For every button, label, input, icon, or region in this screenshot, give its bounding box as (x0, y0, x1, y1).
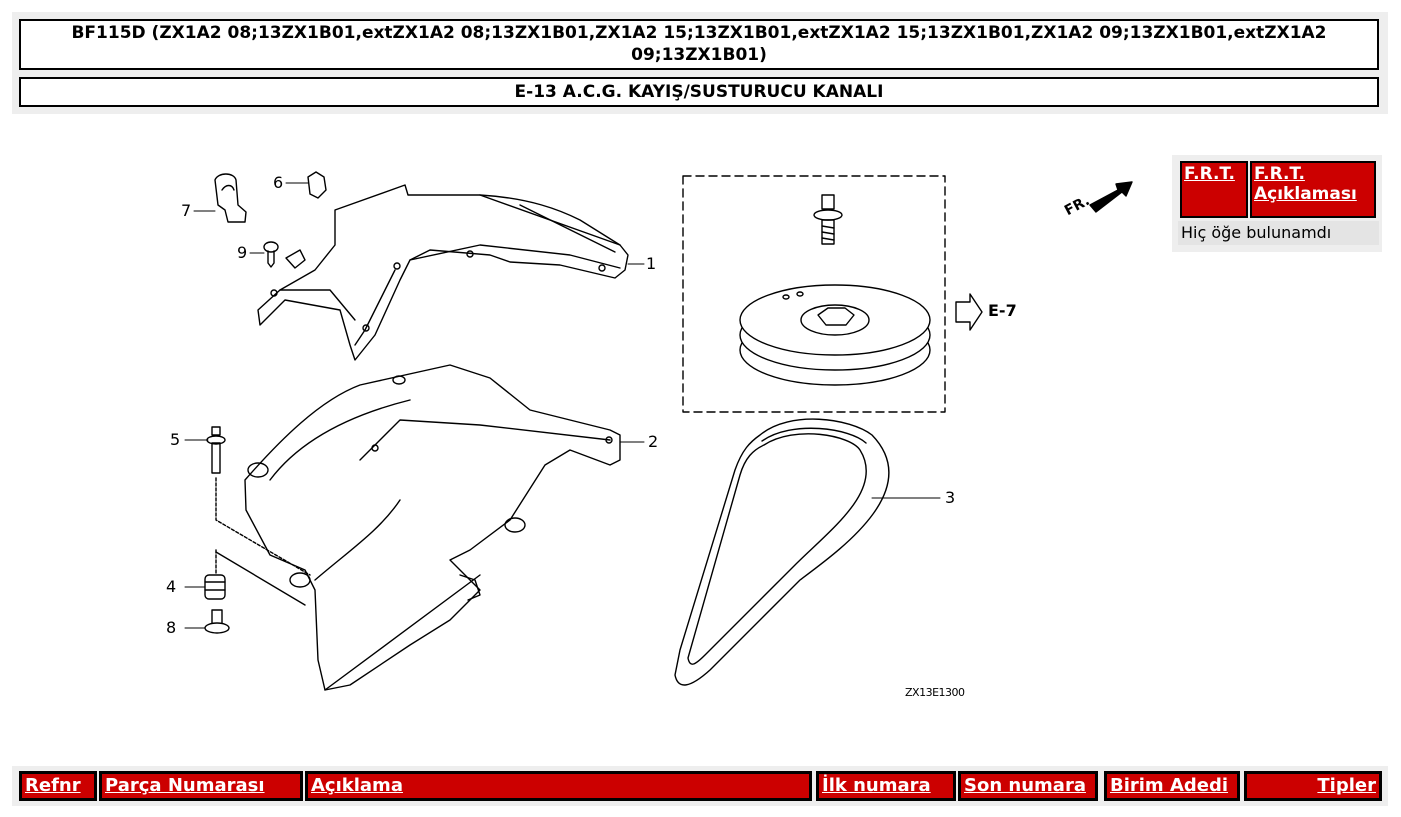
callout-4[interactable]: 4 (166, 577, 177, 596)
callout-5[interactable]: 5 (170, 430, 181, 449)
column-header-description[interactable]: Açıklama (305, 771, 812, 801)
callout-3[interactable]: 3 (945, 488, 956, 507)
callout-6[interactable]: 6 (273, 173, 284, 192)
callout-leader-lines (184, 182, 941, 629)
part-5-bolt[interactable] (206, 426, 311, 576)
part-1-upper-duct[interactable] (257, 184, 629, 361)
sort-link-last-number[interactable]: Son numara (964, 775, 1086, 796)
part-9-screw[interactable] (263, 241, 279, 268)
part-8-collar[interactable] (204, 609, 230, 634)
part-2-silencer-duct[interactable] (244, 364, 621, 691)
exploded-parts-diagram: 1 2 3 4 5 6 7 8 9 E-7 FR. ZX13E1300 (150, 150, 1160, 710)
section-title: E-13 A.C.G. KAYIŞ/SUSTURUCU KANALI (19, 77, 1379, 107)
part-3-belt[interactable] (674, 418, 890, 686)
frt-panel: F.R.T. F.R.T. Açıklaması Hiç öğe bulunam… (1172, 155, 1382, 252)
frt-description-column-header[interactable]: F.R.T. Açıklaması (1250, 161, 1376, 218)
model-title: BF115D (ZX1A2 08;13ZX1B01,extZX1A2 08;13… (19, 19, 1379, 70)
sort-link-unit-qty[interactable]: Birim Adedi (1110, 775, 1229, 796)
sort-link-part-number[interactable]: Parça Numarası (105, 775, 265, 796)
part-6-grommet[interactable] (307, 171, 327, 199)
sort-link-first-number[interactable]: İlk numara (822, 775, 931, 796)
column-header-last-number[interactable]: Son numara (958, 771, 1098, 801)
column-header-part-number[interactable]: Parça Numarası (99, 771, 303, 801)
column-header-types[interactable]: Tipler (1244, 771, 1382, 801)
sort-link-ref[interactable]: Refnr (25, 775, 81, 796)
frt-column-header[interactable]: F.R.T. (1180, 161, 1248, 218)
reference-arrow-e7[interactable] (955, 293, 983, 331)
drawing-code: ZX13E1300 (905, 686, 965, 699)
column-header-first-number[interactable]: İlk numara (816, 771, 956, 801)
frt-sort-link[interactable]: F.R.T. (1184, 164, 1235, 184)
frt-table: F.R.T. F.R.T. Açıklaması (1178, 161, 1378, 218)
parts-table-header: Refnr Parça Numarası Açıklama İlk numara… (12, 766, 1388, 806)
frt-description-sort-link[interactable]: F.R.T. Açıklaması (1254, 164, 1357, 204)
callout-9[interactable]: 9 (237, 243, 248, 262)
callout-7[interactable]: 7 (181, 201, 192, 220)
callout-2[interactable]: 2 (648, 432, 659, 451)
reference-label-e7[interactable]: E-7 (988, 301, 1017, 320)
sort-link-description[interactable]: Açıklama (311, 775, 403, 796)
column-header-unit-qty[interactable]: Birim Adedi (1104, 771, 1240, 801)
pulley-kit-group[interactable] (682, 175, 946, 413)
header-panel: BF115D (ZX1A2 08;13ZX1B01,extZX1A2 08;13… (12, 12, 1388, 114)
part-4-rubber-mount[interactable] (204, 549, 306, 606)
front-direction-arrow (1089, 181, 1133, 213)
callout-8[interactable]: 8 (166, 618, 177, 637)
sort-link-types[interactable]: Tipler (1317, 775, 1376, 796)
callout-1[interactable]: 1 (646, 254, 657, 273)
frt-empty-message: Hiç öğe bulunamdı (1178, 221, 1379, 245)
column-header-ref[interactable]: Refnr (19, 771, 97, 801)
part-7-clip[interactable] (214, 173, 247, 223)
